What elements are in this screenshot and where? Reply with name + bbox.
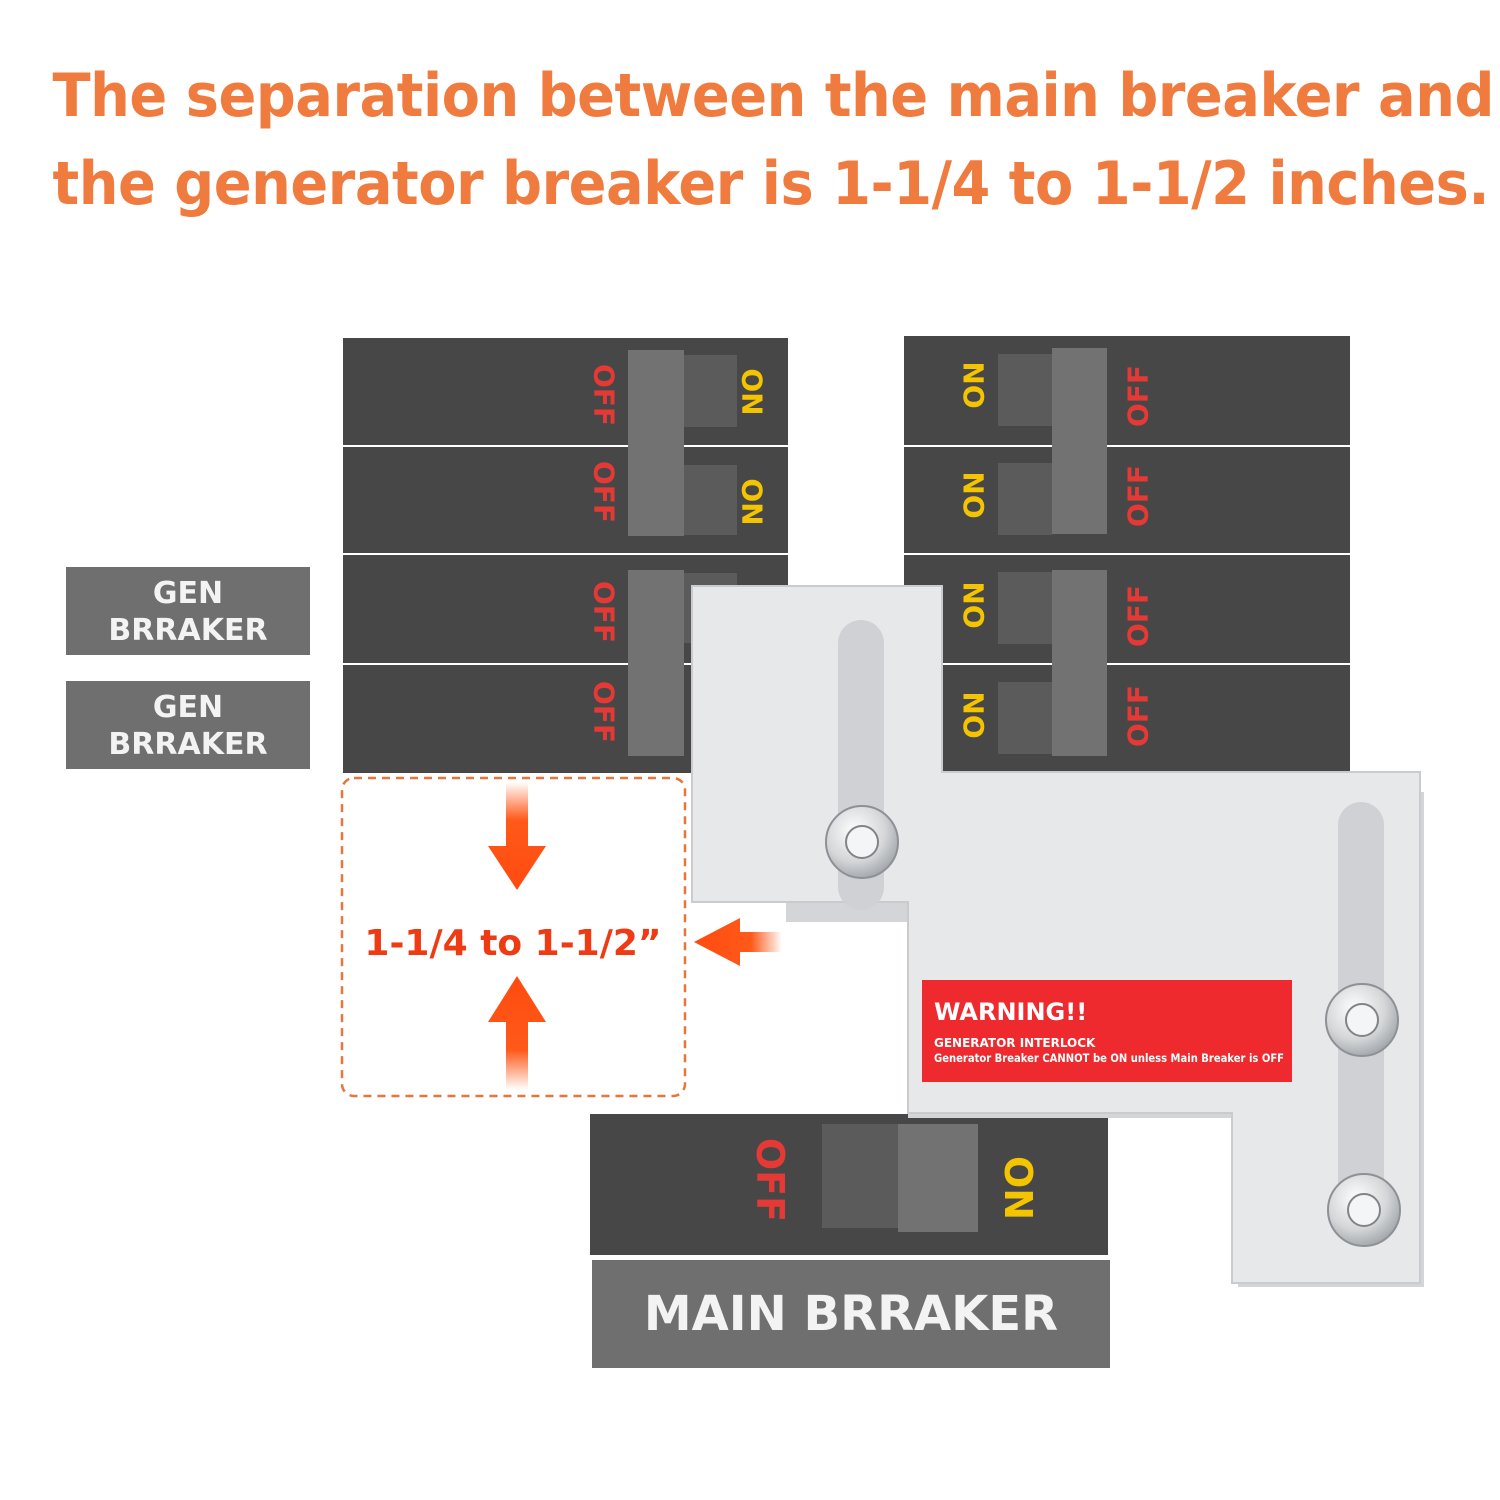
dashed-box [340,776,687,1098]
off-label: OFF [1122,585,1155,647]
arrow-down-icon [488,782,546,890]
on-label: ON [996,1156,1040,1220]
warning-line-2: Generator Breaker CANNOT be ON unless Ma… [934,1051,1284,1065]
main-breaker: OFF ON [590,1114,1108,1255]
off-label: OFF [1122,365,1155,427]
breaker-handle[interactable] [998,354,1052,426]
on-label: ON [736,478,769,525]
off-label: OFF [588,581,621,643]
on-label: ON [958,361,991,408]
interlock-plate: WARNING!! GENERATOR INTERLOCK Generator … [691,585,1424,1287]
headline-line-1: The separation between the main breaker … [52,61,1495,131]
right-breaker-column: ON ON ON ON OFF OFF OFF OFF [904,336,1350,771]
breaker-body [904,555,1350,663]
gen-label-line-1: GEN [152,576,224,611]
handle-tie-bar [628,570,684,756]
handle-tie-bar [628,350,684,536]
gen-label-line-2: BRRAKER [108,613,268,648]
on-label: ON [958,471,991,518]
screw-head [845,825,879,859]
headline-line-2: the generator breaker is 1-1/4 to 1-1/2 … [52,149,1490,219]
measurement-text: 1-1/4 to 1-1/2” [364,923,661,964]
warning-title: WARNING!! [934,998,1087,1026]
gen-label-line-2: BRRAKER [108,727,268,762]
breaker-handle[interactable] [684,355,737,427]
off-label: OFF [1122,685,1155,747]
main-breaker-label: MAIN BRRAKER [592,1260,1110,1368]
off-label: OFF [748,1138,792,1222]
breaker-handle[interactable] [998,682,1052,754]
headline: The separation between the main breaker … [52,52,1495,228]
main-breaker-handle-left[interactable] [822,1124,902,1228]
off-label: OFF [1122,465,1155,527]
breaker-handle[interactable] [684,465,737,535]
main-breaker-handle-right[interactable] [898,1124,978,1232]
breaker-body [904,447,1350,553]
on-label: ON [958,581,991,628]
off-label: OFF [588,364,621,426]
handle-tie-bar [1052,570,1107,756]
breaker-body [904,336,1350,445]
gen-breaker-label-bottom: GEN BRRAKER [66,681,310,769]
gen-breaker-label-top: GEN BRRAKER [66,567,310,655]
warning-sticker [922,980,1292,1082]
off-label: OFF [588,461,621,523]
measurement-callout: 1-1/4 to 1-1/2” [340,776,782,1098]
handle-tie-bar [1052,348,1107,534]
arrow-left-icon [694,918,782,966]
breaker-handle[interactable] [998,463,1052,535]
warning-line-1: GENERATOR INTERLOCK [934,1036,1096,1050]
screw-head [1347,1193,1381,1227]
on-label: ON [736,368,769,415]
left-breaker-column: OFF OFF OFF OFF ON ON [343,338,788,773]
breaker-body [904,665,1350,771]
screw-head [1345,1003,1379,1037]
breaker-handle[interactable] [998,572,1052,644]
gen-label-line-1: GEN [152,690,224,725]
off-label: OFF [588,681,621,743]
arrow-up-icon [488,976,546,1090]
on-label: ON [958,691,991,738]
